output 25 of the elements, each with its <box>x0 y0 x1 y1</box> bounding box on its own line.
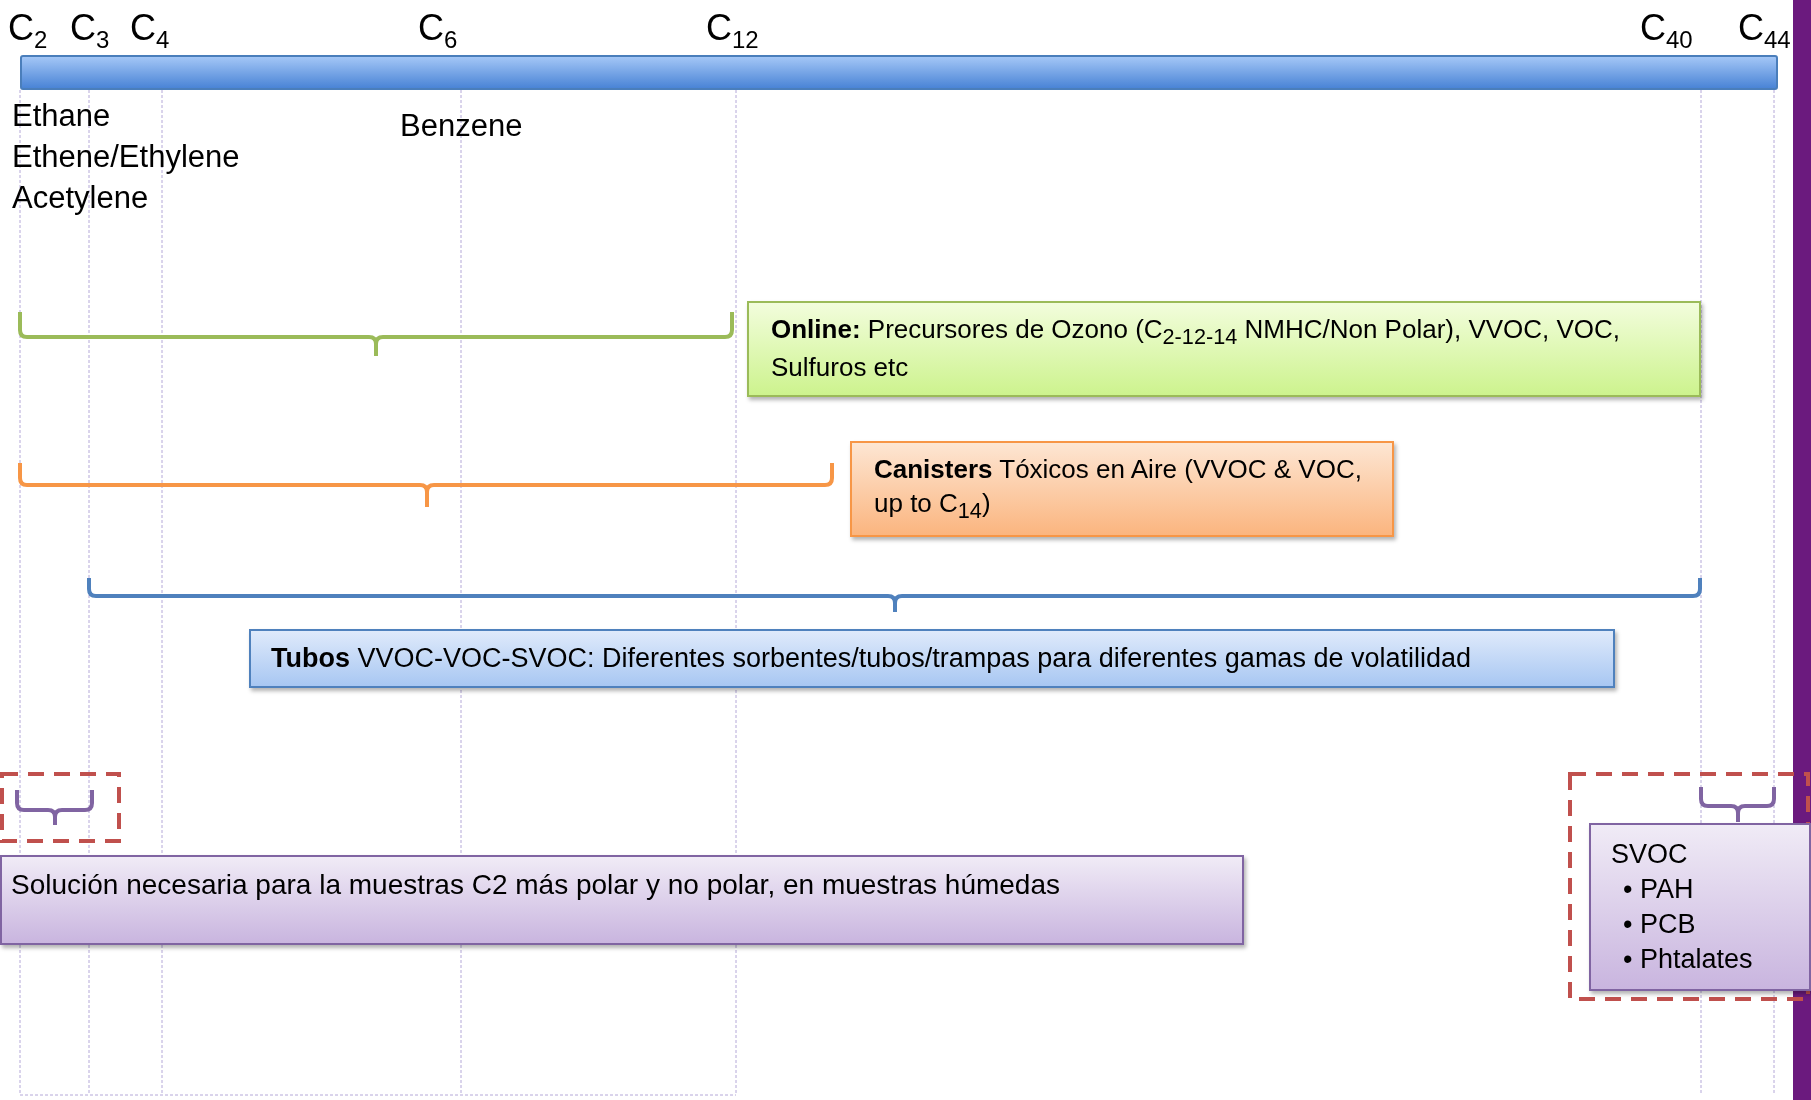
carbon-number-label: C$_{6}$ <box>418 8 458 54</box>
carbon-number-label: C$_{3}$ <box>70 8 110 54</box>
carbon-number-label: C$_{44}$ <box>1738 8 1791 54</box>
carbon-number-label: C$_{12}$ <box>706 8 759 54</box>
text-box <box>1589 823 1811 992</box>
box-text: Solución necesaria para la muestras C2 más polar y no polar, en muestras húmedas <box>11 868 1061 902</box>
text-box <box>850 441 1394 538</box>
carbon-number-label: C$_{40}$ <box>1640 8 1693 54</box>
compound-label: Ethane <box>12 97 111 135</box>
carbon-number-label: C$_{4}$ <box>130 8 170 54</box>
text-box <box>249 629 1615 689</box>
scale-bar <box>20 55 1778 90</box>
list-heading: SVOC <box>1611 838 1689 871</box>
list-item: • Phtalates <box>1622 943 1754 977</box>
box-text: Online: Precursores de Ozono (C$_{2-12-14}$ NMHC/Non Polar), VVOC, VOC, Sulfuros etc <box>771 313 1622 385</box>
compound-label: Benzene <box>400 107 523 145</box>
list-item: • PCB <box>1622 908 1697 942</box>
box-text: Canisters Tóxicos en Aire (VVOC & VOC, up to C$_{14}$) <box>874 453 1363 525</box>
text-box <box>0 855 1244 945</box>
compound-label: Acetylene <box>12 179 149 217</box>
text-box <box>747 301 1701 398</box>
box-text: Tubos VVOC-VOC-SVOC: Diferentes sorbentes/tubos/trampas para diferentes gamas de volatilidad <box>271 642 1472 675</box>
list-item: • PAH <box>1622 873 1695 907</box>
carbon-number-label: C$_{2}$ <box>8 8 48 54</box>
compound-label: Ethene/Ethylene <box>12 138 240 176</box>
